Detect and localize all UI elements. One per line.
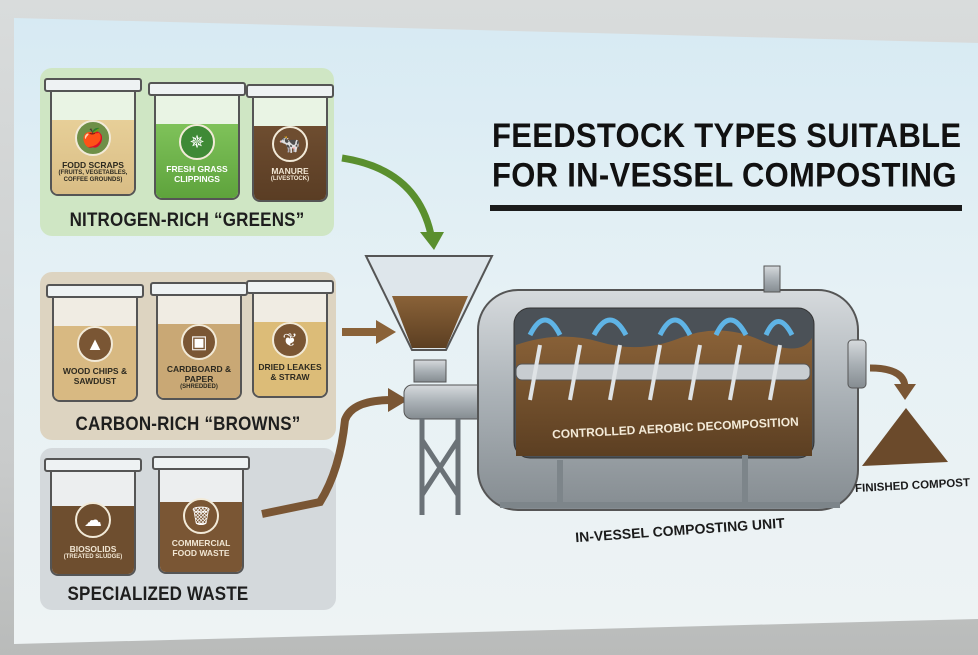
- cow-icon: 🐄: [272, 126, 308, 162]
- bin-sublabel: (FRUITS, VEGETABLES, COFFEE GROUNDS): [58, 170, 128, 183]
- bin-grass-clippings: ✵ FRESH GRASS CLIPPINGS: [148, 82, 246, 200]
- trash-can-icon: 🗑: [183, 498, 219, 534]
- bin-label: MANURE: [271, 166, 309, 176]
- grass-icon: ✵: [179, 124, 215, 160]
- aeration-nozzles: [527, 317, 795, 337]
- specialized-arrow: [261, 396, 393, 518]
- biosolids-icon: ☁: [75, 502, 111, 538]
- bin-wood-chips: ▲ WOOD CHIPS & SAWDUST: [46, 284, 144, 402]
- food-icon: 🍎: [75, 120, 111, 156]
- bin-commercial-food-waste: 🗑 COMMERCIAL FOOD WASTE: [152, 456, 250, 574]
- auger-shaft: [515, 363, 811, 381]
- bin-label: BIOSOLIDS: [69, 544, 117, 554]
- bin-dried-leaves: ❦ DRIED LEAKES & STRAW: [246, 280, 334, 398]
- poster-title: FEEDSTOCK TYPES SUITABLE FOR IN-VESSEL C…: [492, 116, 961, 195]
- box-icon: ▣: [181, 324, 217, 360]
- hopper-stand: [419, 418, 461, 515]
- vessel-base: [500, 455, 840, 508]
- greens-arrow-head: [420, 232, 444, 250]
- sawdust-pile-icon: ▲: [77, 326, 113, 362]
- vent-pipe: [763, 265, 781, 293]
- hopper-feedstock: [392, 296, 468, 348]
- browns-panel: ▲ WOOD CHIPS & SAWDUST ▣ CARDBOARD & PAP…: [40, 272, 336, 440]
- group-title-browns: CARBON-RICH “BROWNS”: [75, 412, 301, 435]
- bin-label: FODD SCRAPS: [62, 160, 124, 170]
- greens-panel: 🍎 FODD SCRAPS(FRUITS, VEGETABLES, COFFEE…: [40, 68, 334, 236]
- bin-cardboard: ▣ CARDBOARD & PAPER(SHREDDED): [150, 282, 248, 400]
- leaf-icon: ❦: [272, 322, 308, 358]
- bin-sublabel: (SHREDDED): [180, 384, 218, 390]
- bin-sublabel: (LIVESTOCK): [270, 176, 310, 182]
- title-underline: [490, 205, 962, 211]
- bin-sublabel: (TREATED SLUDGE): [63, 554, 123, 560]
- bin-manure: 🐄 MANURE(LIVESTOCK): [246, 84, 334, 202]
- group-title-specialized: SPECIALIZED WASTE: [67, 582, 249, 605]
- auger-blades: [528, 344, 782, 401]
- group-title-greens: NITROGEN-RICH “GREENS”: [69, 208, 305, 231]
- output-arrow-head: [894, 384, 916, 400]
- bin-label: DRIED LEAKES & STRAW: [258, 362, 322, 382]
- bin-label: CARDBOARD & PAPER: [166, 364, 232, 384]
- bin-label: WOOD CHIPS & SAWDUST: [62, 366, 128, 386]
- title-line-2: FOR IN-VESSEL COMPOSTING: [492, 155, 957, 195]
- title-line-1: FEEDSTOCK TYPES SUITABLE: [492, 116, 962, 155]
- specialized-arrow-head: [388, 388, 408, 412]
- bin-label: FRESH GRASS CLIPPINGS: [166, 164, 228, 184]
- hopper-neck: [413, 359, 447, 383]
- bin-label: COMMERCIAL FOOD WASTE: [171, 538, 231, 558]
- specialized-panel: ☁ BIOSOLIDS(TREATED SLUDGE) 🗑 COMMERCIAL…: [40, 448, 336, 610]
- bin-food-scraps: 🍎 FODD SCRAPS(FRUITS, VEGETABLES, COFFEE…: [44, 78, 142, 196]
- compost-pile: [862, 408, 948, 466]
- greens-arrow: [341, 154, 436, 241]
- outlet-pipe: [847, 339, 867, 389]
- bin-biosolids: ☁ BIOSOLIDS(TREATED SLUDGE): [44, 458, 142, 576]
- browns-arrow-head: [376, 320, 396, 344]
